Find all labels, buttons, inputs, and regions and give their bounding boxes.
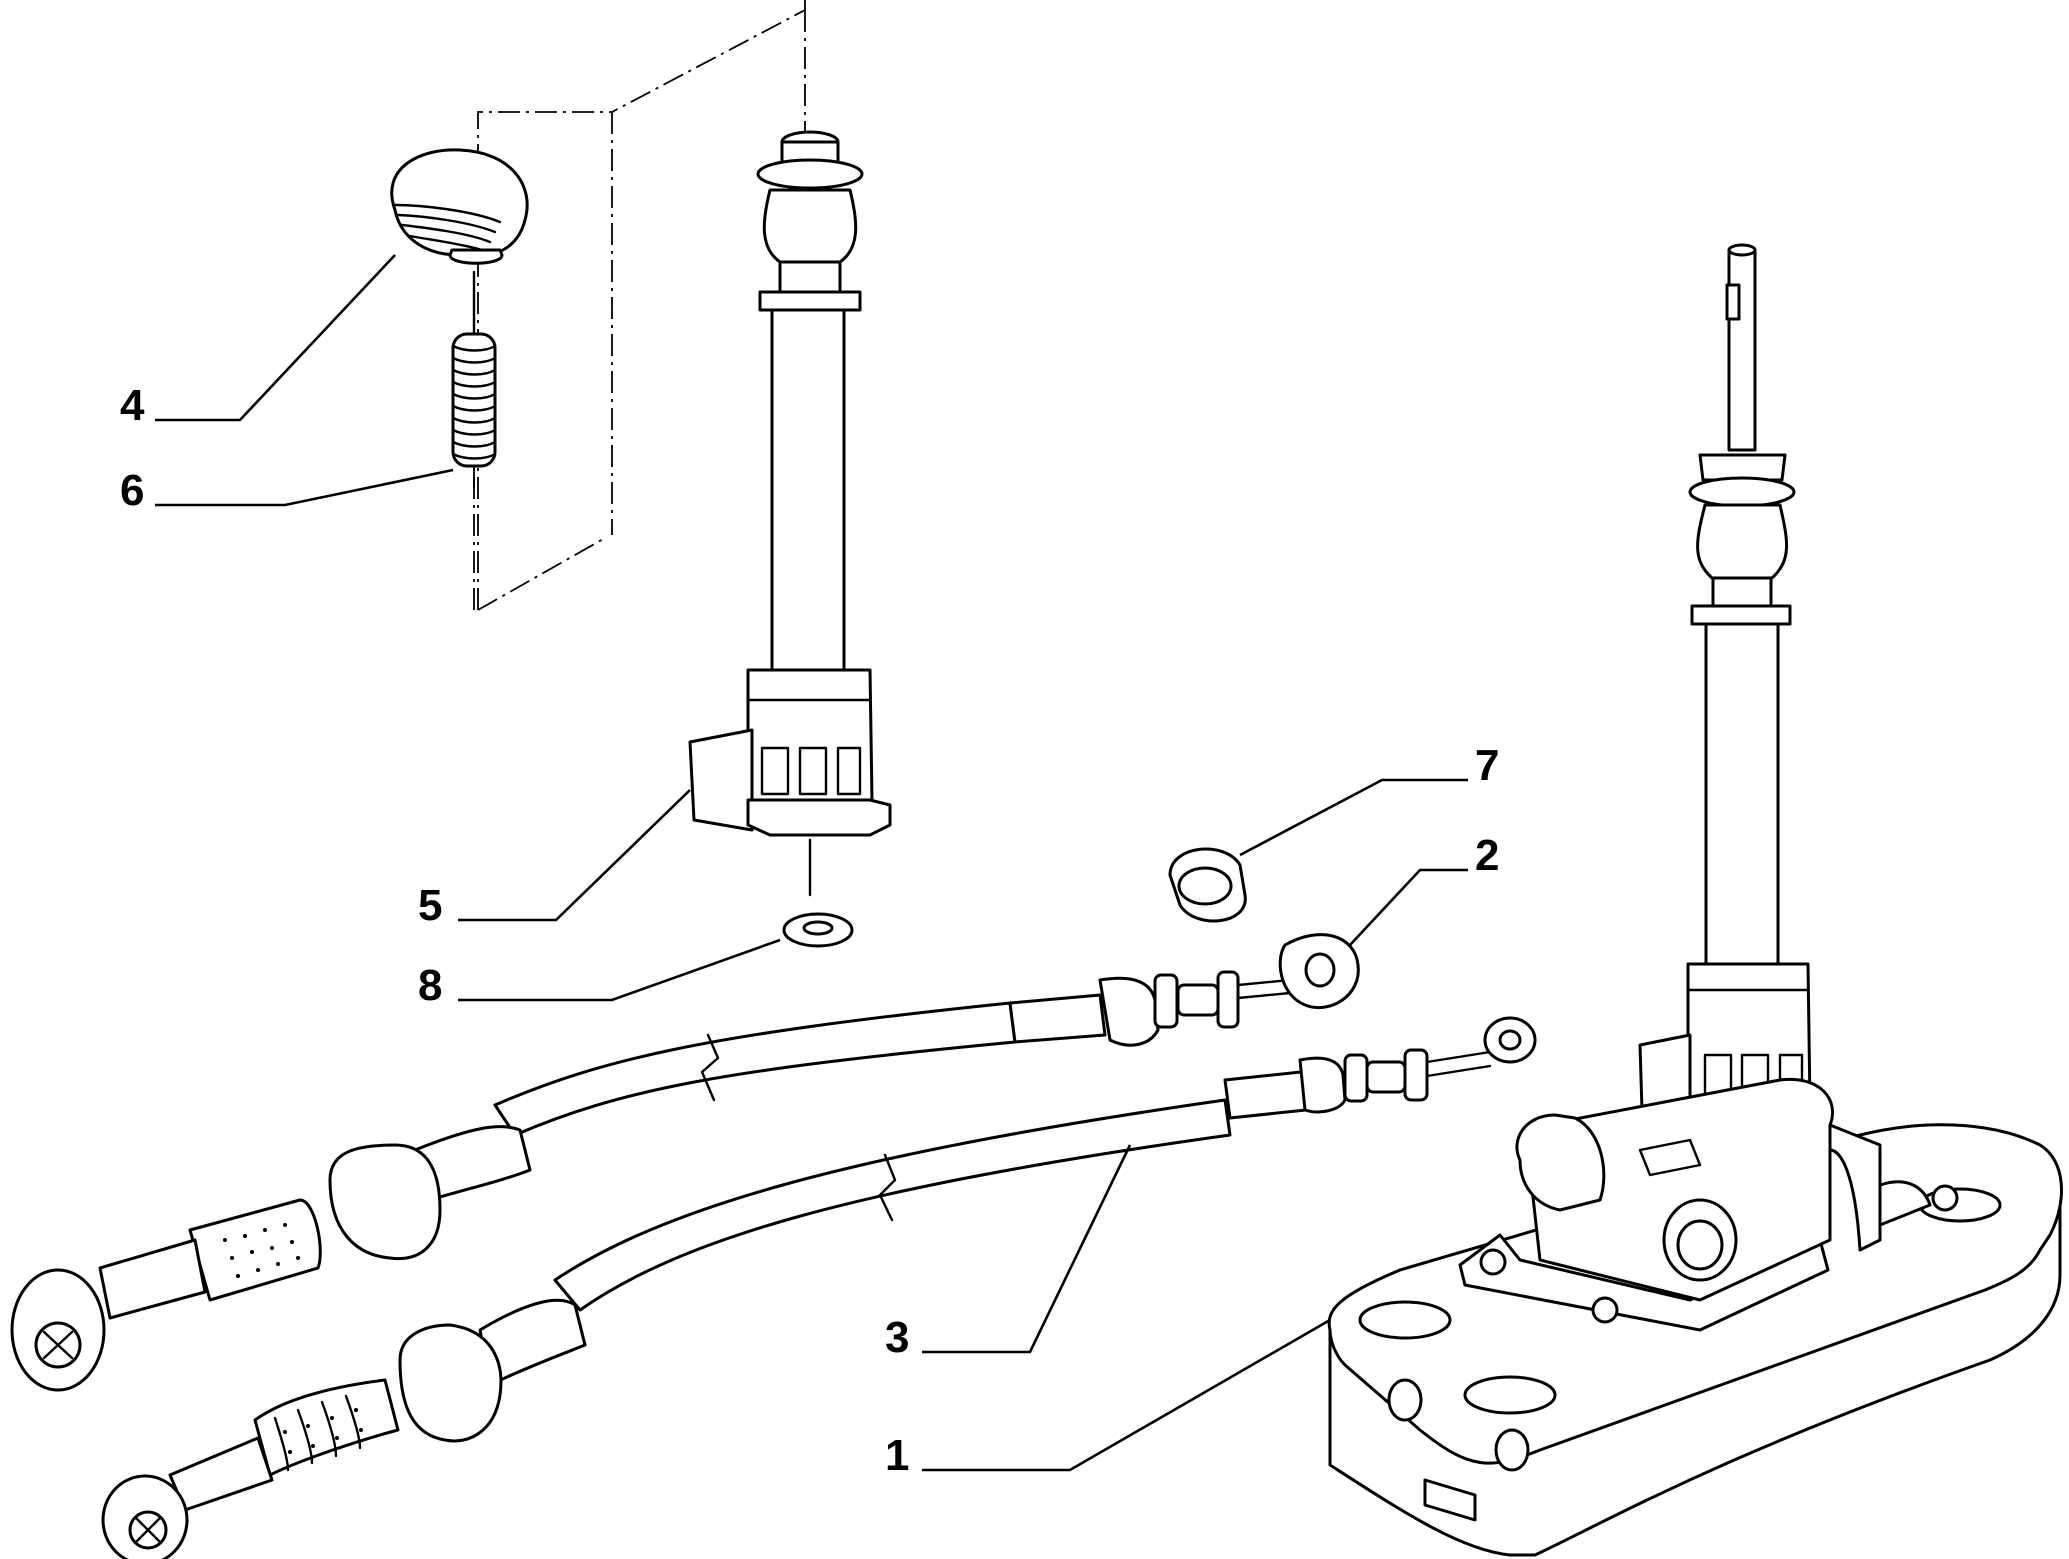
spring[interactable] <box>451 332 497 468</box>
upper-selector-cable[interactable] <box>10 933 1360 1392</box>
gear-cables[interactable] <box>101 1016 1537 1559</box>
callout-7: 7 <box>1475 741 1499 790</box>
small-washer[interactable] <box>782 912 854 948</box>
callout-6: 6 <box>120 466 144 515</box>
lever-rod[interactable] <box>688 130 892 897</box>
callout-labels: 4 6 5 8 7 2 3 1 <box>120 381 1499 1480</box>
callout-5: 5 <box>418 881 442 930</box>
assembly-axes <box>473 0 806 611</box>
callout-4: 4 <box>120 381 145 430</box>
callout-1: 1 <box>885 1431 909 1480</box>
bush[interactable] <box>1168 847 1247 923</box>
bellows-dots <box>283 1408 363 1454</box>
gear-control-unit[interactable] <box>1327 243 2063 1557</box>
callout-8: 8 <box>418 961 442 1010</box>
callout-3: 3 <box>885 1313 909 1362</box>
callout-2: 2 <box>1475 831 1499 880</box>
knurl-pattern <box>223 1223 300 1278</box>
leader-lines <box>155 254 1468 1472</box>
gear-knob[interactable] <box>390 148 529 334</box>
